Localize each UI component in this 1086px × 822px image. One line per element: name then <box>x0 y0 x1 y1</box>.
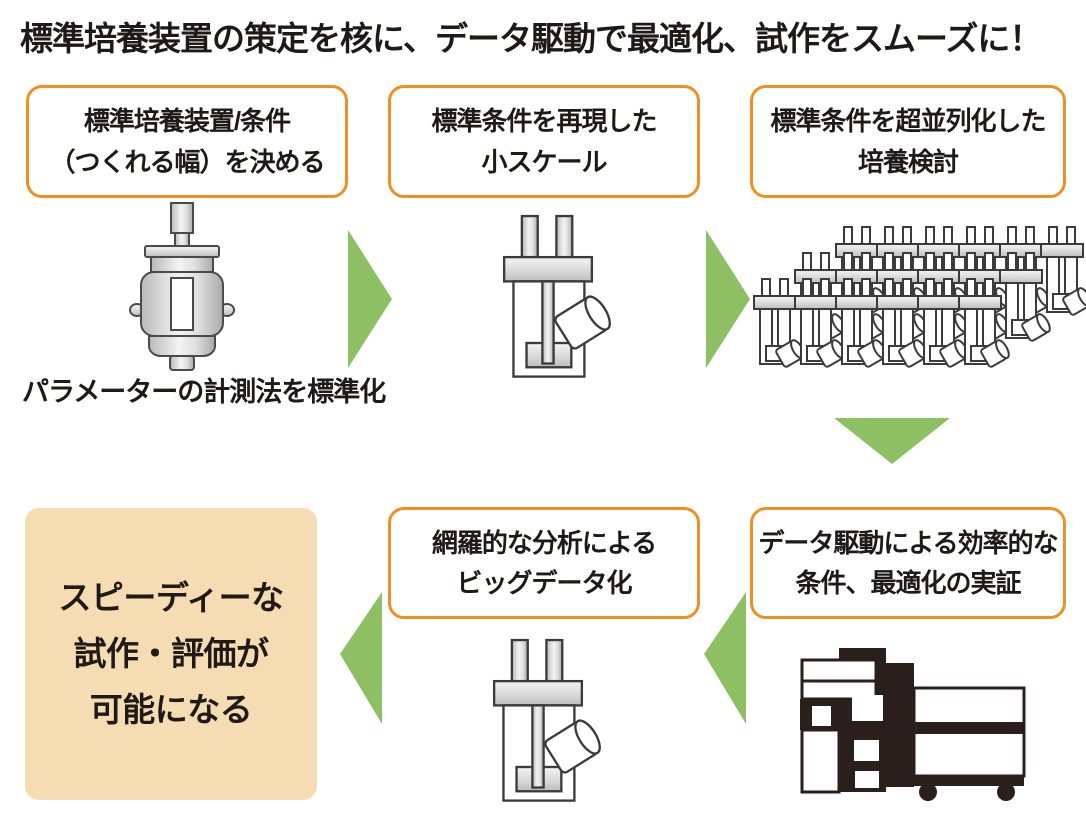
step2-line2: 小スケール <box>481 146 607 177</box>
arrow-down-icon <box>834 418 950 464</box>
arrow-right-icon <box>706 230 750 368</box>
step5-line2: ビッグデータ化 <box>456 568 632 598</box>
step-box-data-driven: データ駆動による効率的な 条件、最適化の実証 <box>750 507 1066 619</box>
result-line3: 可能になる <box>89 691 253 729</box>
step2-line1: 標準条件を再現した <box>431 106 657 137</box>
step4-line1: データ駆動による効率的な <box>758 527 1058 558</box>
arrow-left-icon <box>340 592 382 724</box>
step-box-small-scale: 標準条件を再現した 小スケール <box>388 85 700 198</box>
bioreactor-icon <box>129 202 235 371</box>
arrow-right-icon <box>348 230 392 368</box>
step3-line1: 標準条件を超並列化した <box>770 106 1046 137</box>
result-line2: 試作・評価が <box>73 634 270 672</box>
step1-line1: 標準培養装置/条件 <box>83 106 291 137</box>
step5-line1: 網羅的な分析による <box>431 527 657 558</box>
small-scale-vessel-icon <box>492 638 601 802</box>
page-title: 標準培養装置の策定を核に、データ駆動で最適化、試作をスムーズに！ <box>20 20 1042 57</box>
step-box-standard-device: 標準培養装置/条件 （つくれる幅）を決める <box>26 85 348 198</box>
step3-line2: 培養検討 <box>857 146 959 177</box>
bioreactor-caption: パラメーターの計測法を標準化 <box>22 377 386 407</box>
analyzer-machine-icon <box>800 648 1026 801</box>
result-line1: スピーディーな <box>58 578 284 616</box>
step-box-big-data: 網羅的な分析による ビッグデータ化 <box>388 507 700 619</box>
result-box: スピーディーな 試作・評価が 可能になる <box>25 508 317 800</box>
small-scale-vessel-icon <box>502 214 611 378</box>
parallel-vessels-icon <box>753 226 1086 369</box>
step1-line2: （つくれる幅）を決める <box>49 146 325 177</box>
arrow-left-icon <box>704 592 746 724</box>
step4-line2: 条件、最適化の実証 <box>795 568 1021 598</box>
step-box-parallel-culture: 標準条件を超並列化した 培養検討 <box>750 85 1066 198</box>
